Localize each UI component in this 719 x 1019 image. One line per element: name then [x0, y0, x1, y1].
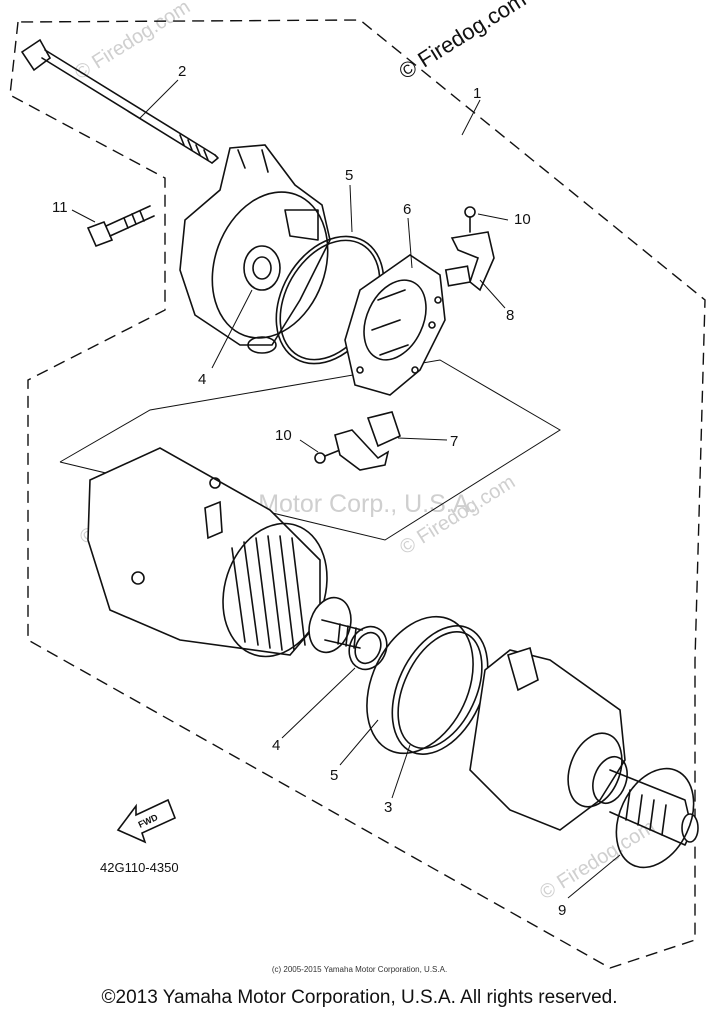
through-bolt-2: [20, 38, 219, 164]
leader-4-lower: [281, 667, 356, 739]
assembly-boundary: [9, 19, 706, 969]
screw-10-lower: [314, 449, 341, 464]
label-6: 6: [403, 201, 411, 218]
leader-5-top: [349, 184, 353, 233]
label-2: 2: [178, 63, 186, 80]
starter-yoke: [87, 447, 328, 658]
output-shaft: [609, 769, 699, 846]
label-4-top: 4: [198, 371, 206, 388]
rear-end-cover: [179, 144, 331, 354]
gasket-3-inner: [397, 630, 483, 750]
front-end-cover: [469, 646, 628, 831]
leader-4-top: [211, 289, 253, 369]
ring-4-lower-inner: [354, 631, 382, 665]
gasket-3: [391, 625, 489, 755]
brush-holder-group-boundary: [59, 359, 561, 541]
watermark-corner: © Firedog.com: [394, 0, 530, 84]
o-ring-9: [615, 767, 695, 869]
label-9: 9: [558, 902, 566, 919]
label-4-lower: 4: [272, 737, 280, 754]
leader-1: [461, 99, 481, 136]
bolt-11: [86, 205, 155, 248]
leader-8: [479, 279, 506, 309]
leader-11: [71, 209, 96, 223]
part-code: 42G110-4350: [100, 860, 179, 875]
label-10-lower: 10: [275, 427, 292, 444]
label-5-lower: 5: [330, 767, 338, 784]
leader-3: [391, 744, 411, 799]
label-5-top: 5: [345, 167, 353, 184]
label-1: 1: [473, 85, 481, 102]
copyright-notice: ©2013 Yamaha Motor Corporation, U.S.A. A…: [101, 987, 618, 1008]
leader-6: [407, 217, 413, 269]
label-8: 8: [506, 307, 514, 324]
leader-2: [139, 79, 179, 119]
watermark-top-left: © Firedog.com: [71, 0, 194, 84]
leader-10-upper: [477, 213, 509, 221]
watermark-bottom-right: © Firedog.com: [536, 816, 659, 904]
forward-arrow-icon: FWD: [116, 798, 177, 844]
copyright-small: (c) 2005-2015 Yamaha Motor Corporation, …: [271, 965, 448, 974]
ring-4-lower: [348, 625, 388, 671]
label-7: 7: [450, 433, 458, 450]
leader-5-lower: [339, 719, 379, 766]
brush-holder-8: [444, 231, 495, 292]
label-10-upper: 10: [514, 211, 531, 228]
label-11: 11: [52, 199, 68, 216]
screw-10-upper: [464, 206, 476, 233]
brush-plate-6: [344, 254, 446, 396]
leader-7: [397, 437, 448, 441]
armature-shaft: [308, 596, 363, 654]
leader-9: [567, 854, 621, 899]
leader-10-lower: [299, 439, 319, 453]
brush-holder-7: [334, 411, 401, 471]
o-ring-5-lower: [366, 615, 474, 755]
label-3: 3: [384, 799, 392, 816]
